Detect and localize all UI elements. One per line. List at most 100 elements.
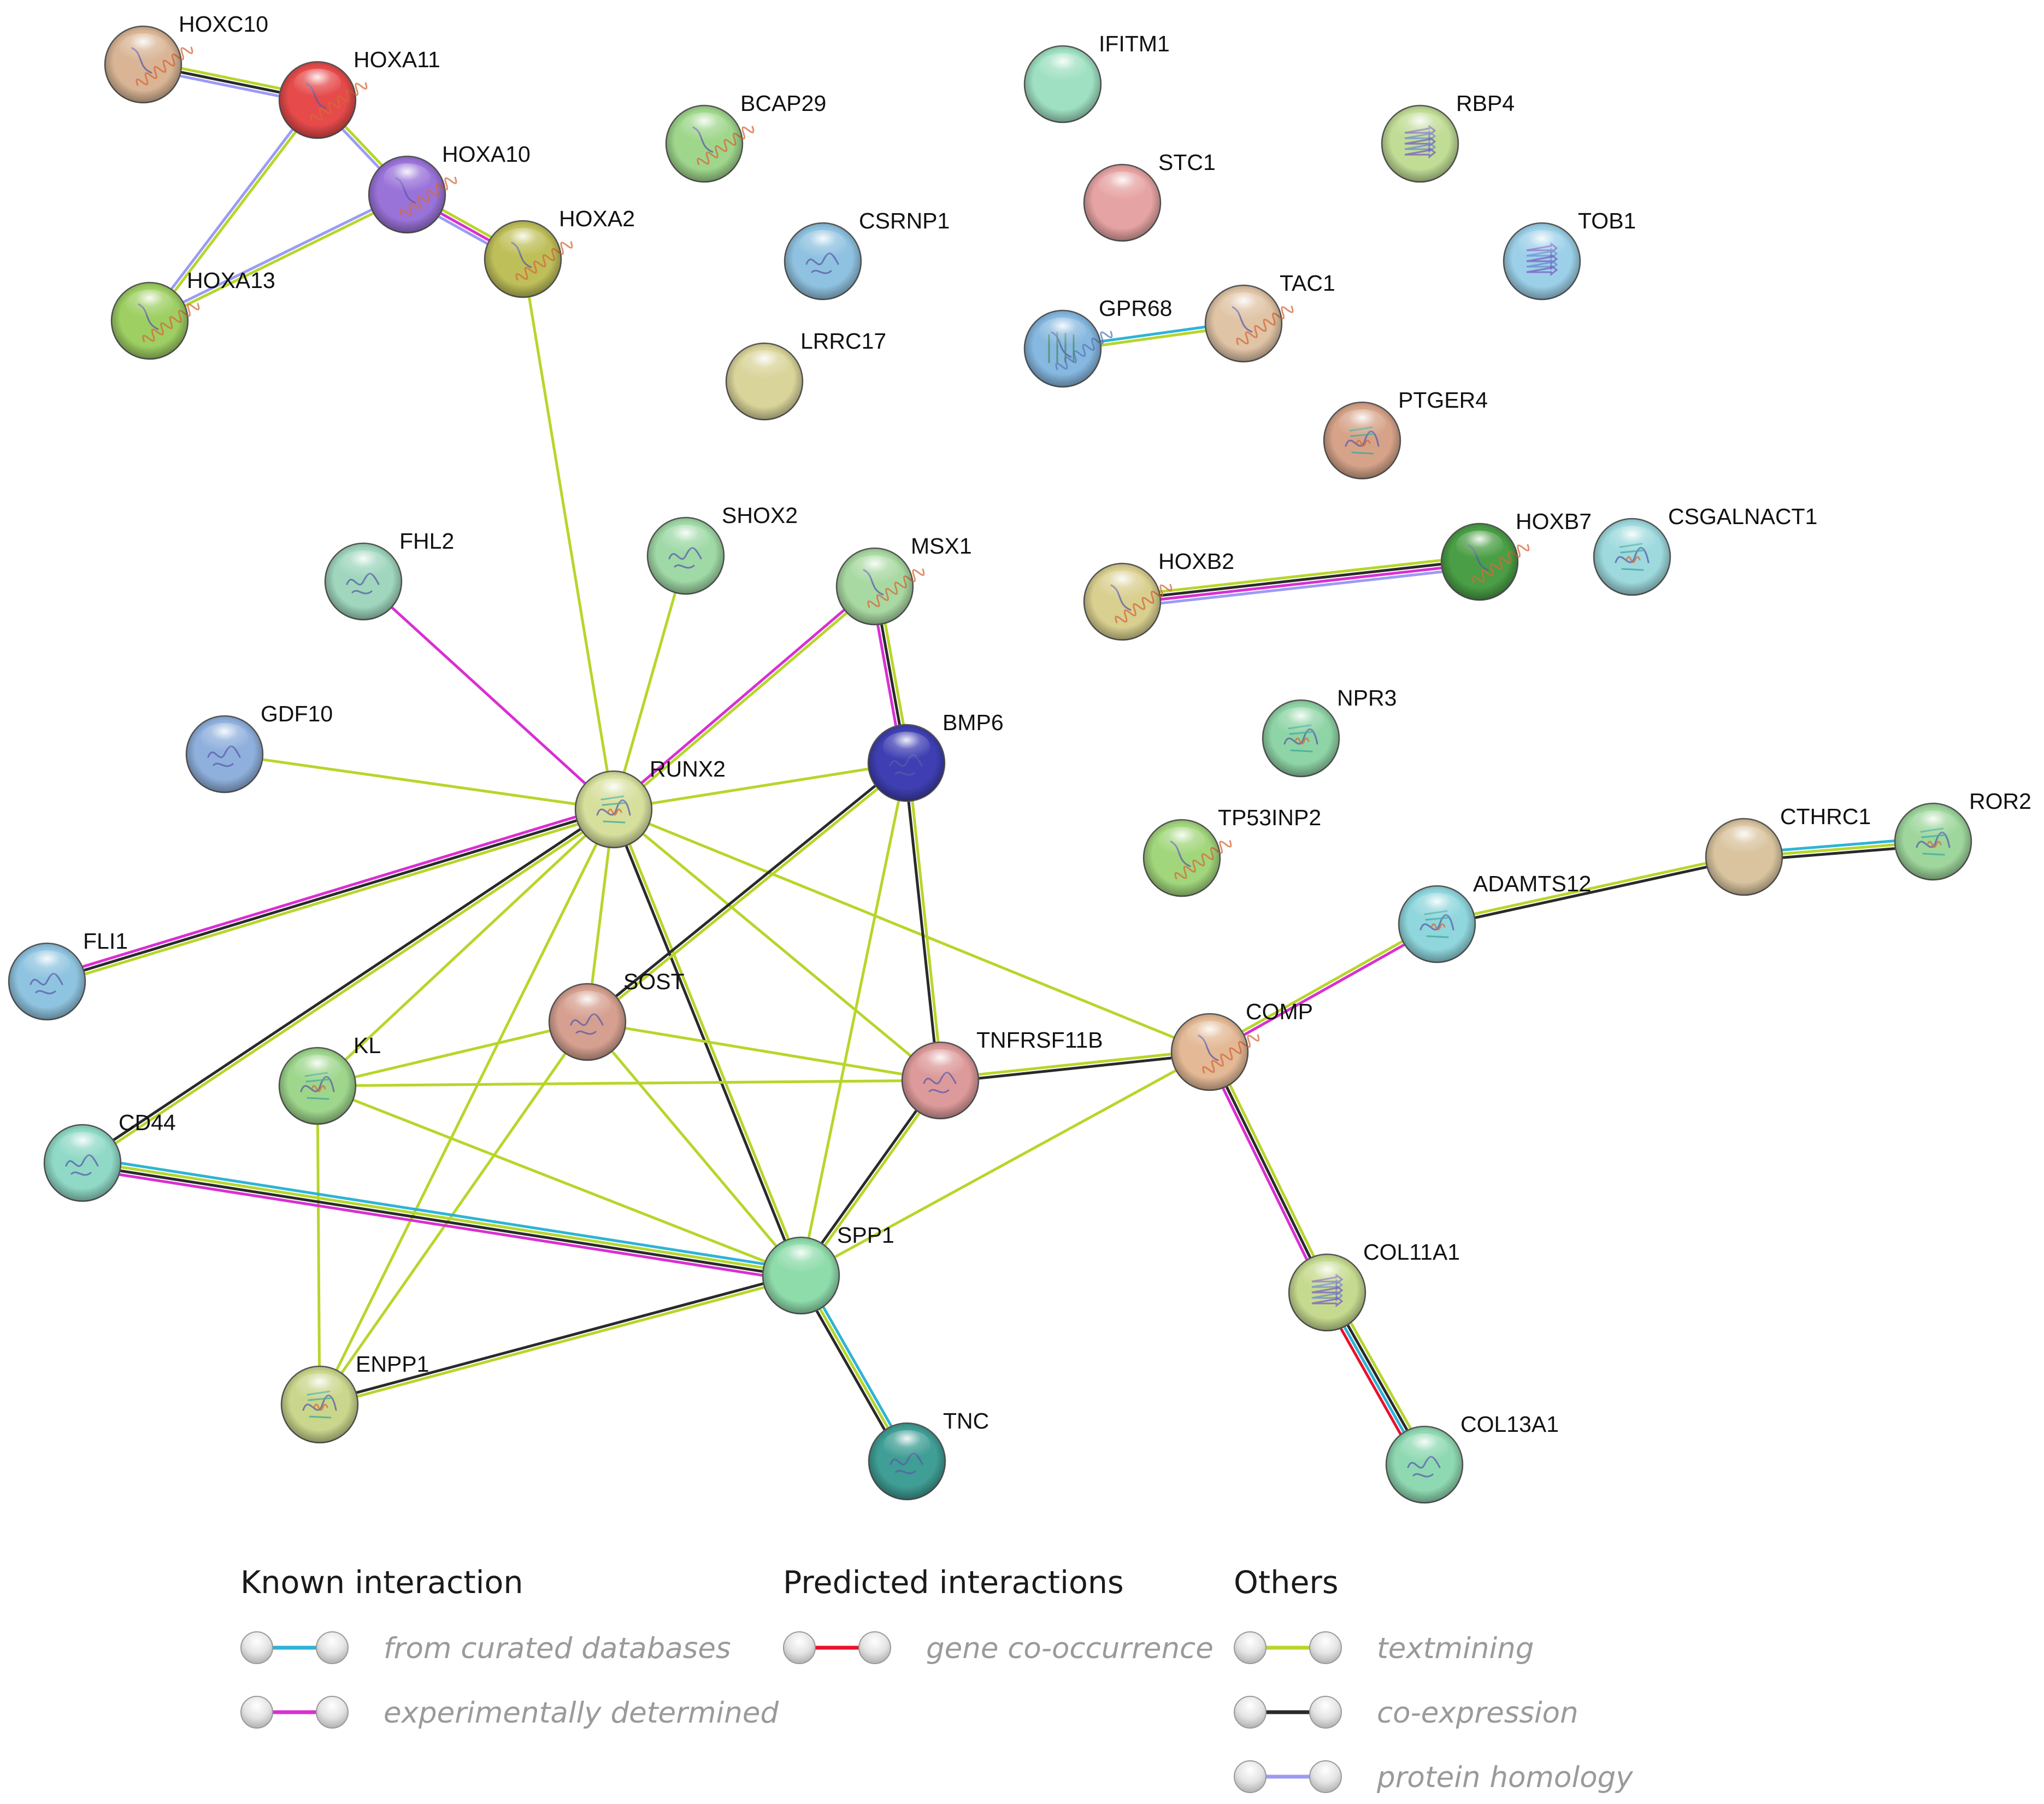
node-label: IFITM1 — [1099, 31, 1170, 56]
node-hoxa10[interactable]: HOXA10 — [368, 142, 531, 234]
node-label: COMP — [1246, 999, 1313, 1024]
node-kl[interactable]: KL — [278, 1033, 381, 1125]
node-adamts12[interactable]: ADAMTS12 — [1398, 871, 1591, 963]
node-highlight — [851, 555, 899, 586]
node-label: HOXB7 — [1516, 509, 1592, 534]
edge-line-textmining — [613, 586, 877, 813]
node-hoxa2[interactable]: HOXA2 — [484, 206, 635, 298]
node-enpp1[interactable]: ENPP1 — [280, 1351, 429, 1444]
edge-line-textmining — [46, 812, 616, 987]
node-col13a1[interactable]: COL13A1 — [1385, 1412, 1559, 1504]
legend-label: protein homology — [1376, 1761, 1633, 1794]
node-shox2[interactable]: SHOX2 — [646, 503, 798, 595]
node-sost[interactable]: SOST — [548, 969, 685, 1061]
edge-line-textmining — [316, 808, 615, 1088]
node-label: CSRNP1 — [859, 208, 950, 233]
node-highlight — [799, 230, 847, 261]
edge-msx1-runx2 — [611, 583, 877, 813]
node-highlight — [293, 68, 341, 99]
node-spp1[interactable]: SPP1 — [762, 1223, 894, 1315]
node-tac1[interactable]: TAC1 — [1204, 271, 1335, 363]
node-npr3[interactable]: NPR3 — [1262, 685, 1397, 778]
legend-heading: Predicted interactions — [783, 1565, 1124, 1601]
node-csrnp1[interactable]: CSRNP1 — [784, 208, 950, 301]
node-bmp6[interactable]: BMP6 — [867, 710, 1004, 802]
edge-line-textmining — [801, 1080, 944, 1278]
edge-line-coexpression — [610, 808, 801, 1278]
node-label: PTGER4 — [1398, 387, 1488, 413]
edge-line-textmining — [586, 1020, 942, 1082]
node-gpr68[interactable]: GPR68 — [1023, 296, 1172, 388]
node-label: RUNX2 — [650, 756, 726, 781]
edge-bmp6-tnfrsf11b — [903, 761, 944, 1082]
legend-item-cooccurrence: gene co-occurrence — [783, 1631, 1214, 1665]
legend-ball-icon — [240, 1696, 273, 1729]
edge-line-textmining — [612, 808, 942, 1082]
node-cthrc1[interactable]: CTHRC1 — [1705, 804, 1871, 896]
node-hoxb7[interactable]: HOXB7 — [1440, 509, 1592, 601]
node-label: TOB1 — [1578, 208, 1636, 233]
node-ptger4[interactable]: PTGER4 — [1323, 387, 1488, 480]
edge-shox2-runx2 — [612, 554, 687, 811]
node-label: NPR3 — [1337, 685, 1397, 710]
edge-line-textmining — [906, 761, 944, 1082]
legend-item-experimental: experimentally determined — [240, 1696, 779, 1730]
edge-line-coexpression — [45, 808, 615, 983]
edge-line-textmining — [82, 809, 616, 1166]
node-highlight — [1396, 112, 1444, 143]
node-tnc[interactable]: TNC — [868, 1408, 989, 1501]
node-col11a1[interactable]: COL11A1 — [1288, 1239, 1460, 1332]
node-highlight — [1338, 409, 1386, 440]
node-cd44[interactable]: CD44 — [43, 1110, 176, 1202]
node-label: ROR2 — [1969, 789, 2031, 814]
edge-line-textmining — [316, 1079, 942, 1088]
node-highlight — [680, 112, 728, 143]
node-lrrc17[interactable]: LRRC17 — [725, 328, 886, 421]
node-hoxc10[interactable]: HOXC10 — [104, 11, 268, 104]
node-highlight — [590, 778, 638, 809]
node-hoxa13[interactable]: HOXA13 — [110, 268, 275, 360]
edge-bmp6-sost — [585, 760, 909, 1025]
node-label: GPR68 — [1099, 296, 1172, 321]
node-tnfrsf11b[interactable]: TNFRSF11B — [901, 1027, 1103, 1120]
legend-ball-icon — [1309, 1631, 1342, 1664]
edge-line-coexpression — [1208, 1050, 1329, 1294]
node-bcap29[interactable]: BCAP29 — [665, 91, 826, 183]
legend-heading: Others — [1234, 1565, 1339, 1601]
edge-spp1-comp — [799, 1050, 1211, 1277]
legend-item-textmining: textmining — [1234, 1631, 1534, 1665]
legend-ball-icon — [1234, 1760, 1267, 1793]
edge-line-textmining — [318, 1020, 589, 1406]
node-highlight — [1909, 810, 1957, 841]
node-hoxb2[interactable]: HOXB2 — [1083, 549, 1234, 641]
node-label: ADAMTS12 — [1473, 871, 1591, 896]
node-fhl2[interactable]: FHL2 — [324, 528, 454, 621]
node-hoxa11[interactable]: HOXA11 — [278, 47, 440, 139]
node-msx1[interactable]: MSX1 — [835, 533, 972, 626]
node-rbp4[interactable]: RBP4 — [1381, 91, 1515, 183]
node-runx2[interactable]: RUNX2 — [574, 756, 726, 849]
node-highlight — [23, 950, 71, 981]
node-label: GDF10 — [261, 701, 333, 726]
node-label: FLI1 — [83, 929, 128, 954]
node-label: SPP1 — [837, 1223, 894, 1248]
node-fli1[interactable]: FLI1 — [8, 929, 128, 1021]
node-ifitm1[interactable]: IFITM1 — [1023, 31, 1170, 124]
edge-cd44-spp1 — [80, 1156, 804, 1283]
node-tp53inp2[interactable]: TP53INP2 — [1142, 805, 1321, 897]
node-comp[interactable]: COMP — [1170, 999, 1313, 1091]
node-stc1[interactable]: STC1 — [1083, 150, 1216, 242]
edge-line-textmining — [1120, 555, 1481, 598]
node-tob1[interactable]: TOB1 — [1503, 208, 1636, 301]
node-label: CD44 — [119, 1110, 176, 1135]
edge-line-experimental — [44, 804, 614, 979]
edge-line-textmining — [612, 554, 687, 811]
node-ror2[interactable]: ROR2 — [1894, 789, 2031, 881]
node-gdf10[interactable]: GDF10 — [185, 701, 333, 794]
node-label: HOXA13 — [187, 268, 275, 293]
edges-layer — [44, 59, 1935, 1469]
node-label: COL13A1 — [1460, 1412, 1559, 1437]
edge-fhl2-runx2 — [362, 580, 615, 811]
node-csgalnact1[interactable]: CSGALNACT1 — [1593, 504, 1817, 596]
